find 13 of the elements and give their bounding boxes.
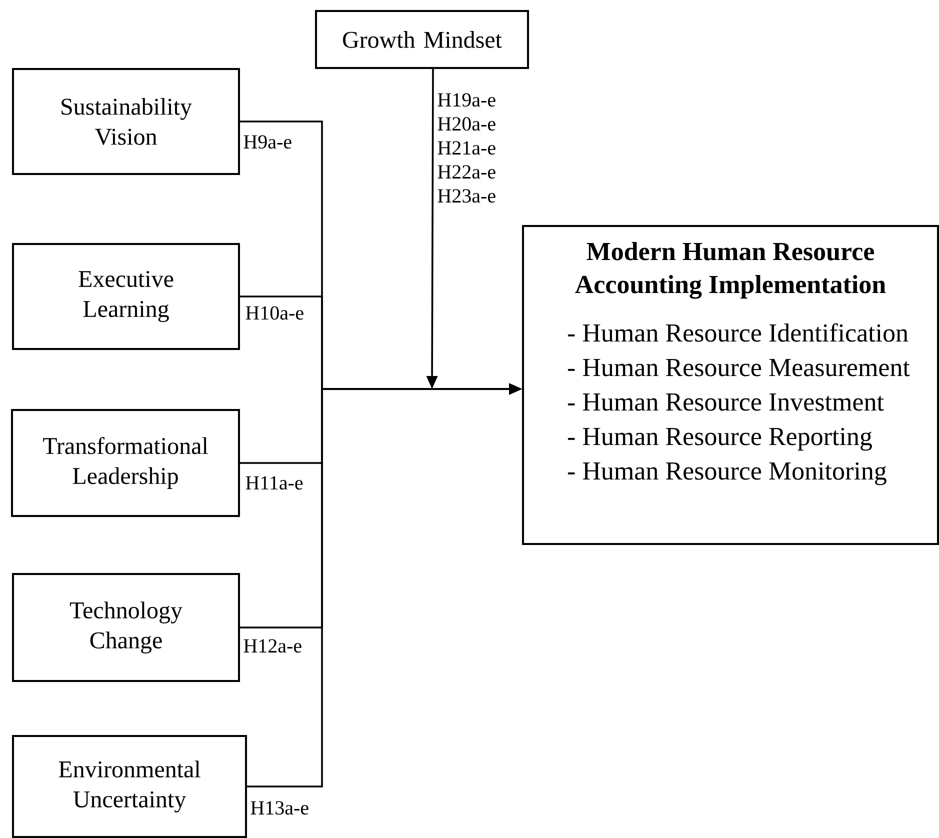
edge-label: H9a-e: [244, 135, 292, 149]
variable-box: Transformational Leadership: [11, 409, 240, 517]
variable-box: Growth Mindset: [315, 10, 529, 69]
variable-box: Environmental Uncertainty: [12, 735, 247, 838]
variable-box: Executive Learning: [12, 243, 240, 350]
edge-label: H10a-e: [246, 306, 304, 320]
variable-box: Sustainability Vision: [12, 68, 240, 175]
variable-box: Technology Change: [12, 573, 240, 682]
edge-label: H12a-e: [244, 639, 302, 653]
outcome-box: Modern Human Resource Accounting Implementation - Human Resource Identification - Human Resource Measurement - Human Resource Investment - Human Resource Reporting - Human Resource Monitoring: [522, 225, 939, 545]
edge-label: H11a-e: [246, 476, 303, 490]
edge-label: H19a-e H20a-e H21a-e H22a-e H23a-e: [438, 93, 496, 203]
edge-label: H13a-e: [250, 801, 308, 815]
